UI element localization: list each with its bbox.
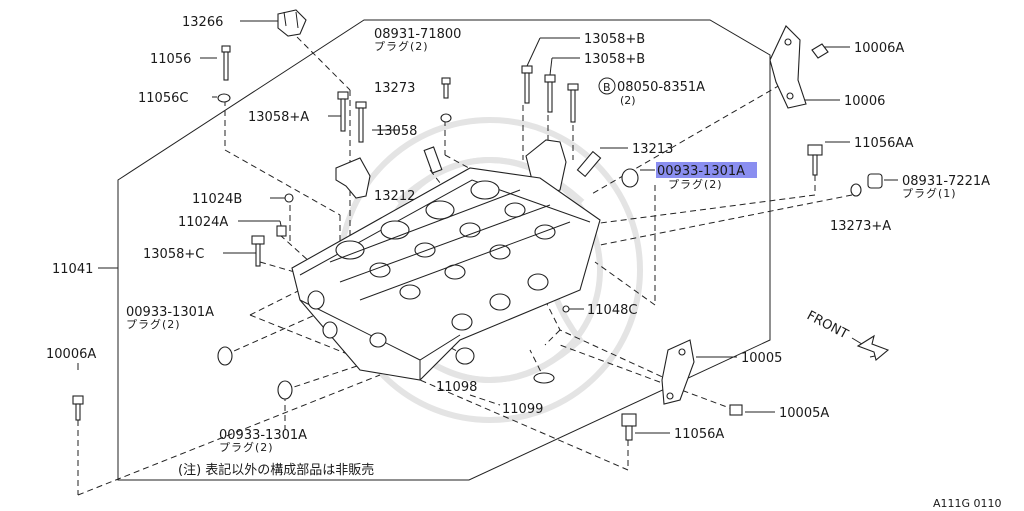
label-08931-71800: 08931-71800 — [374, 27, 461, 42]
label-10006: 10006 — [844, 94, 885, 109]
label-13266: 13266 — [182, 15, 223, 30]
front-arrow — [851, 334, 890, 361]
label-10006a-top: 10006A — [854, 41, 904, 56]
label-00933-bottom-sub: プラグ(2) — [219, 440, 274, 454]
label-13058b-1: 13058+B — [584, 32, 645, 47]
label-00933-highlight: 00933-1301A — [657, 164, 745, 179]
label-13058b-2: 13058+B — [584, 52, 645, 67]
label-11056a: 11056A — [674, 427, 724, 442]
solid-leaders — [77, 20, 898, 434]
label-11056: 11056 — [150, 52, 191, 67]
label-13273: 13273 — [374, 81, 415, 96]
label-00933-bottom: 00933-1301A — [219, 428, 307, 443]
cylinder-head — [291, 167, 601, 381]
label-13273a: 13273+A — [830, 219, 891, 234]
label-11024a: 11024A — [178, 215, 228, 230]
label-10005a: 10005A — [779, 406, 829, 421]
label-11056aa: 11056AA — [854, 136, 914, 151]
footnote: (注) 表記以外の構成部品は非販売 — [178, 462, 374, 478]
label-13058a: 13058+A — [248, 110, 309, 125]
bolt-badge — [598, 77, 616, 95]
small-parts — [72, 9, 883, 441]
highlight-box — [656, 162, 757, 178]
label-08050-8351a-qty: (2) — [620, 94, 636, 107]
label-11048c: 11048C — [587, 303, 637, 318]
part-labels: 13266 08931-71800 プラグ(2) 13058+B 13058+B… — [46, 15, 1002, 510]
diagram-code: A111G 0110 — [933, 497, 1002, 510]
label-08931-71800-sub: プラグ(2) — [374, 39, 429, 53]
label-08050-badge: B — [603, 81, 611, 94]
label-08931-7221a-sub: プラグ(1) — [902, 186, 957, 200]
label-08931-7221a: 08931-7221A — [902, 174, 990, 189]
label-10006a-left: 10006A — [46, 347, 96, 362]
label-11041: 11041 — [52, 262, 93, 277]
label-00933-left-sub: プラグ(2) — [126, 317, 181, 331]
label-10005: 10005 — [741, 351, 782, 366]
label-11099: 11099 — [502, 402, 543, 417]
label-08050-8351a: 08050-8351A — [617, 80, 705, 95]
label-00933-left: 00933-1301A — [126, 305, 214, 320]
label-11024b: 11024B — [192, 192, 242, 207]
label-13058c: 13058+C — [143, 247, 204, 262]
label-00933-highlight-sub: プラグ(2) — [668, 177, 723, 191]
label-13058: 13058 — [376, 124, 417, 139]
label-11056c: 11056C — [138, 91, 188, 106]
label-11098: 11098 — [436, 380, 477, 395]
assembly-outline — [117, 19, 771, 481]
front-label: FRONT — [804, 308, 850, 342]
label-13213: 13213 — [632, 142, 673, 157]
label-13212: 13212 — [374, 189, 415, 204]
